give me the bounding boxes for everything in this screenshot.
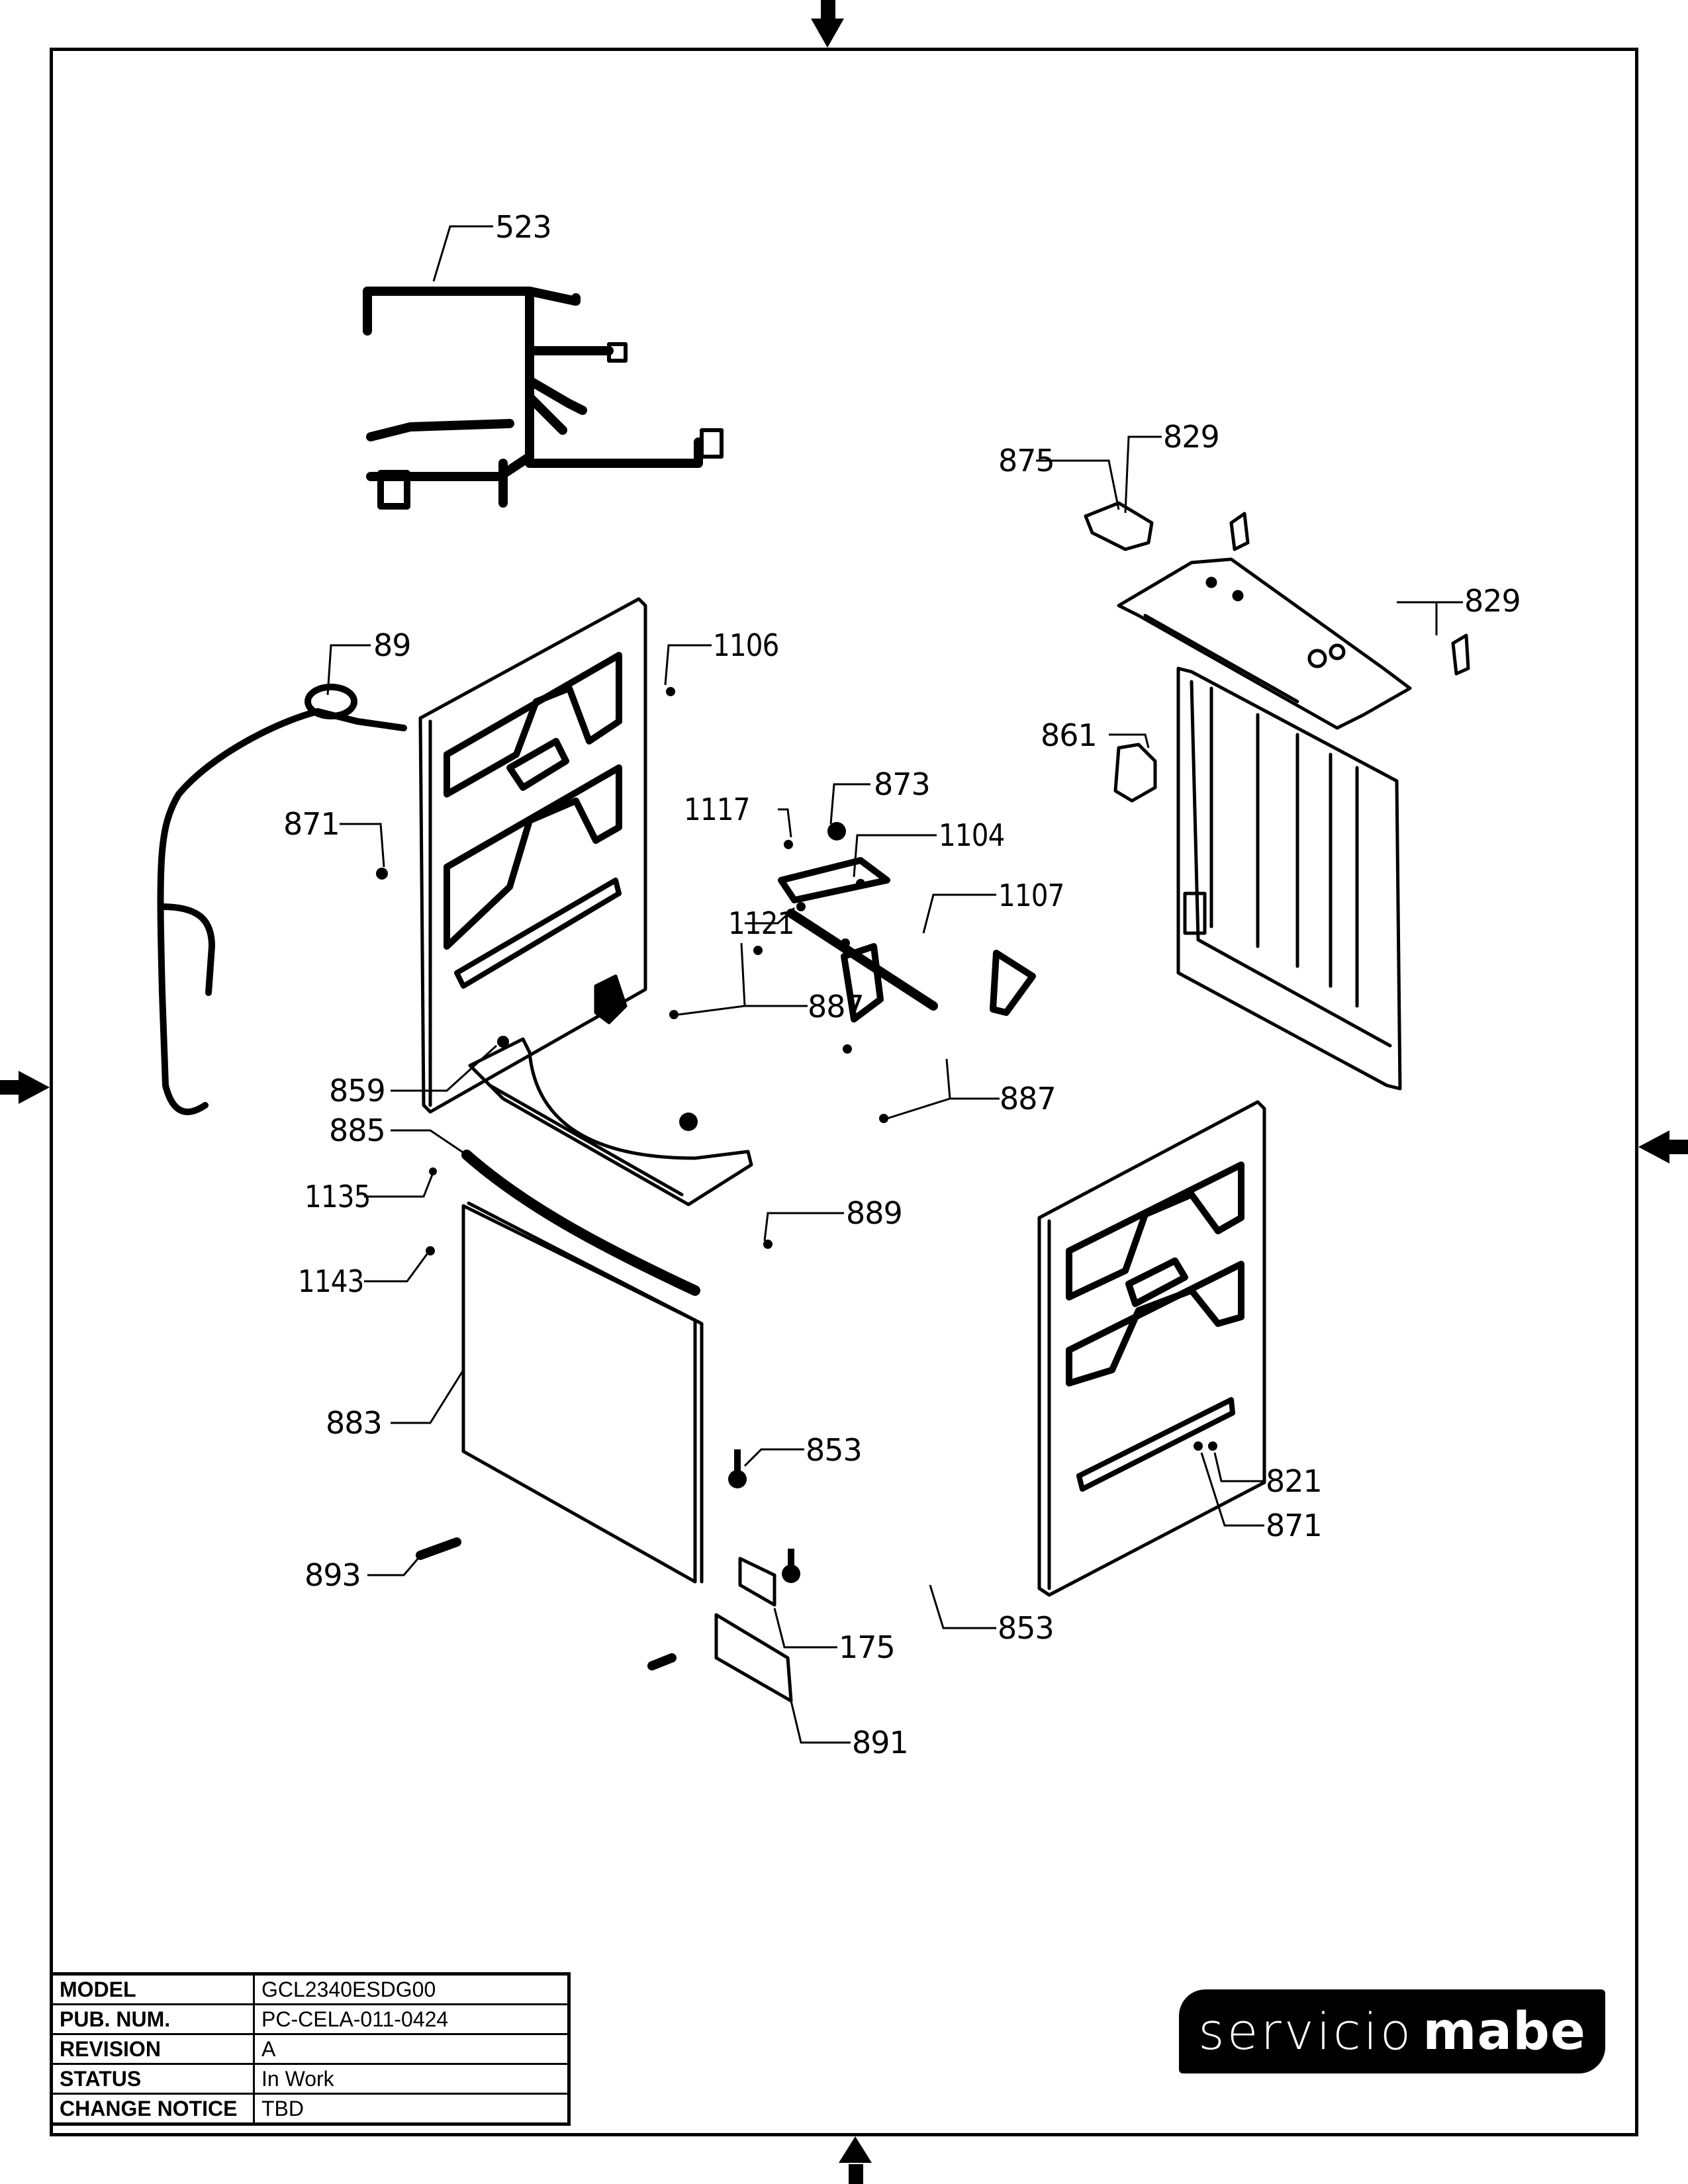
screw-871-right: [1194, 1441, 1203, 1451]
leveling-leg-853-lower: [782, 1549, 800, 1583]
clip-829-upper: [1229, 512, 1250, 551]
label-175: [738, 1557, 776, 1607]
back-panel: [1176, 666, 1402, 1091]
callout-853-lower: 853: [998, 1610, 1055, 1646]
base-rail: [468, 1037, 753, 1206]
status-value: In Work: [253, 2063, 570, 2095]
door-panel-883: [461, 1201, 704, 1584]
screw-1143: [426, 1246, 435, 1255]
callout-873: 873: [874, 766, 931, 802]
leveling-leg-853-upper: [728, 1449, 747, 1488]
left-center-arrow: [0, 1071, 50, 1104]
screw-1106: [666, 687, 675, 696]
screw-887-a: [669, 1010, 679, 1019]
bracket-875: [1084, 501, 1154, 551]
screw-1117: [784, 840, 793, 849]
top-center-arrow: [811, 0, 844, 48]
callout-175: 175: [839, 1629, 896, 1665]
screw-871-left: [376, 868, 388, 880]
change-notice-label: CHANGE NOTICE: [50, 2093, 255, 2125]
callout-871-left: 871: [283, 806, 340, 842]
callout-1104: 1104: [939, 817, 1005, 853]
callout-859: 859: [329, 1073, 386, 1109]
screw-1135: [429, 1167, 437, 1175]
logo-text-mabe: mabe: [1423, 2001, 1586, 2062]
screw-821: [1208, 1441, 1217, 1451]
callout-1117: 1117: [684, 792, 750, 827]
screw-887-d: [843, 1044, 852, 1054]
hinge-pin-893: [416, 1537, 461, 1560]
callout-887-right: 887: [1000, 1081, 1056, 1116]
callout-1143: 1143: [298, 1263, 364, 1299]
callout-1106: 1106: [713, 627, 779, 663]
screw-1107: [841, 938, 850, 948]
callout-875: 875: [998, 443, 1055, 478]
callout-861: 861: [1041, 717, 1098, 753]
callout-523: 523: [495, 209, 552, 245]
callout-829-right: 829: [1464, 583, 1521, 619]
hinge-pin-lower: [647, 1653, 677, 1670]
side-panel-right: [1037, 1100, 1266, 1597]
callout-853-upper: 853: [806, 1432, 863, 1468]
wire-harness-523: [363, 287, 724, 510]
model-value: GCL2340ESDG00: [253, 1973, 570, 2005]
callout-89: 89: [373, 627, 412, 663]
drawing-frame: [50, 48, 1638, 2136]
motor-bracket-right: [990, 950, 1036, 1016]
revision-value: A: [253, 2033, 570, 2065]
callout-871-right: 871: [1266, 1508, 1323, 1543]
servicio-mabe-logo: servicio mabe: [1179, 1989, 1605, 2073]
logo-text-servicio: servicio: [1198, 2002, 1414, 2061]
callout-1107: 1107: [998, 878, 1064, 913]
callout-889: 889: [846, 1195, 903, 1231]
gasket-885: [461, 1150, 700, 1296]
callout-885: 885: [329, 1113, 386, 1148]
revision-label: REVISION: [50, 2033, 255, 2065]
callout-893: 893: [305, 1557, 361, 1593]
clip-829-right: [1451, 633, 1470, 676]
hose-89: [157, 684, 407, 1115]
foot-pad: [679, 1113, 698, 1131]
screw-887-c: [879, 1114, 888, 1123]
callout-1121: 1121: [728, 905, 794, 941]
screw-887-b: [753, 946, 763, 955]
change-notice-value: TBD: [253, 2093, 570, 2125]
callout-883: 883: [326, 1405, 383, 1441]
leader-lines: [326, 225, 1463, 1744]
screw-889: [763, 1240, 773, 1249]
model-label: MODEL: [50, 1973, 255, 2005]
status-label: STATUS: [50, 2063, 255, 2095]
side-panel-left: [418, 597, 647, 1114]
switch-861: [1113, 743, 1157, 803]
callout-1135: 1135: [305, 1179, 371, 1214]
title-row-pub-num: PUB. NUM.PC-CELA-011-0424: [50, 2003, 570, 2035]
motor-bracket: [778, 857, 938, 1023]
pub-num-value: PC-CELA-011-0424: [253, 2003, 570, 2035]
callout-821: 821: [1266, 1463, 1323, 1499]
foot-pad-873: [827, 822, 846, 841]
pump: [594, 974, 628, 1024]
pub-num-label: PUB. NUM.: [50, 2003, 255, 2035]
top-rail: [1117, 557, 1412, 730]
screw-859: [497, 1036, 509, 1048]
screw-1104: [856, 879, 865, 888]
screw-1121: [796, 902, 806, 911]
bottom-center-arrow: [839, 2136, 872, 2184]
callout-829-upper: 829: [1163, 419, 1220, 455]
callout-887-center: 887: [808, 989, 865, 1024]
right-center-arrow: [1638, 1130, 1688, 1163]
callout-891: 891: [852, 1725, 909, 1760]
